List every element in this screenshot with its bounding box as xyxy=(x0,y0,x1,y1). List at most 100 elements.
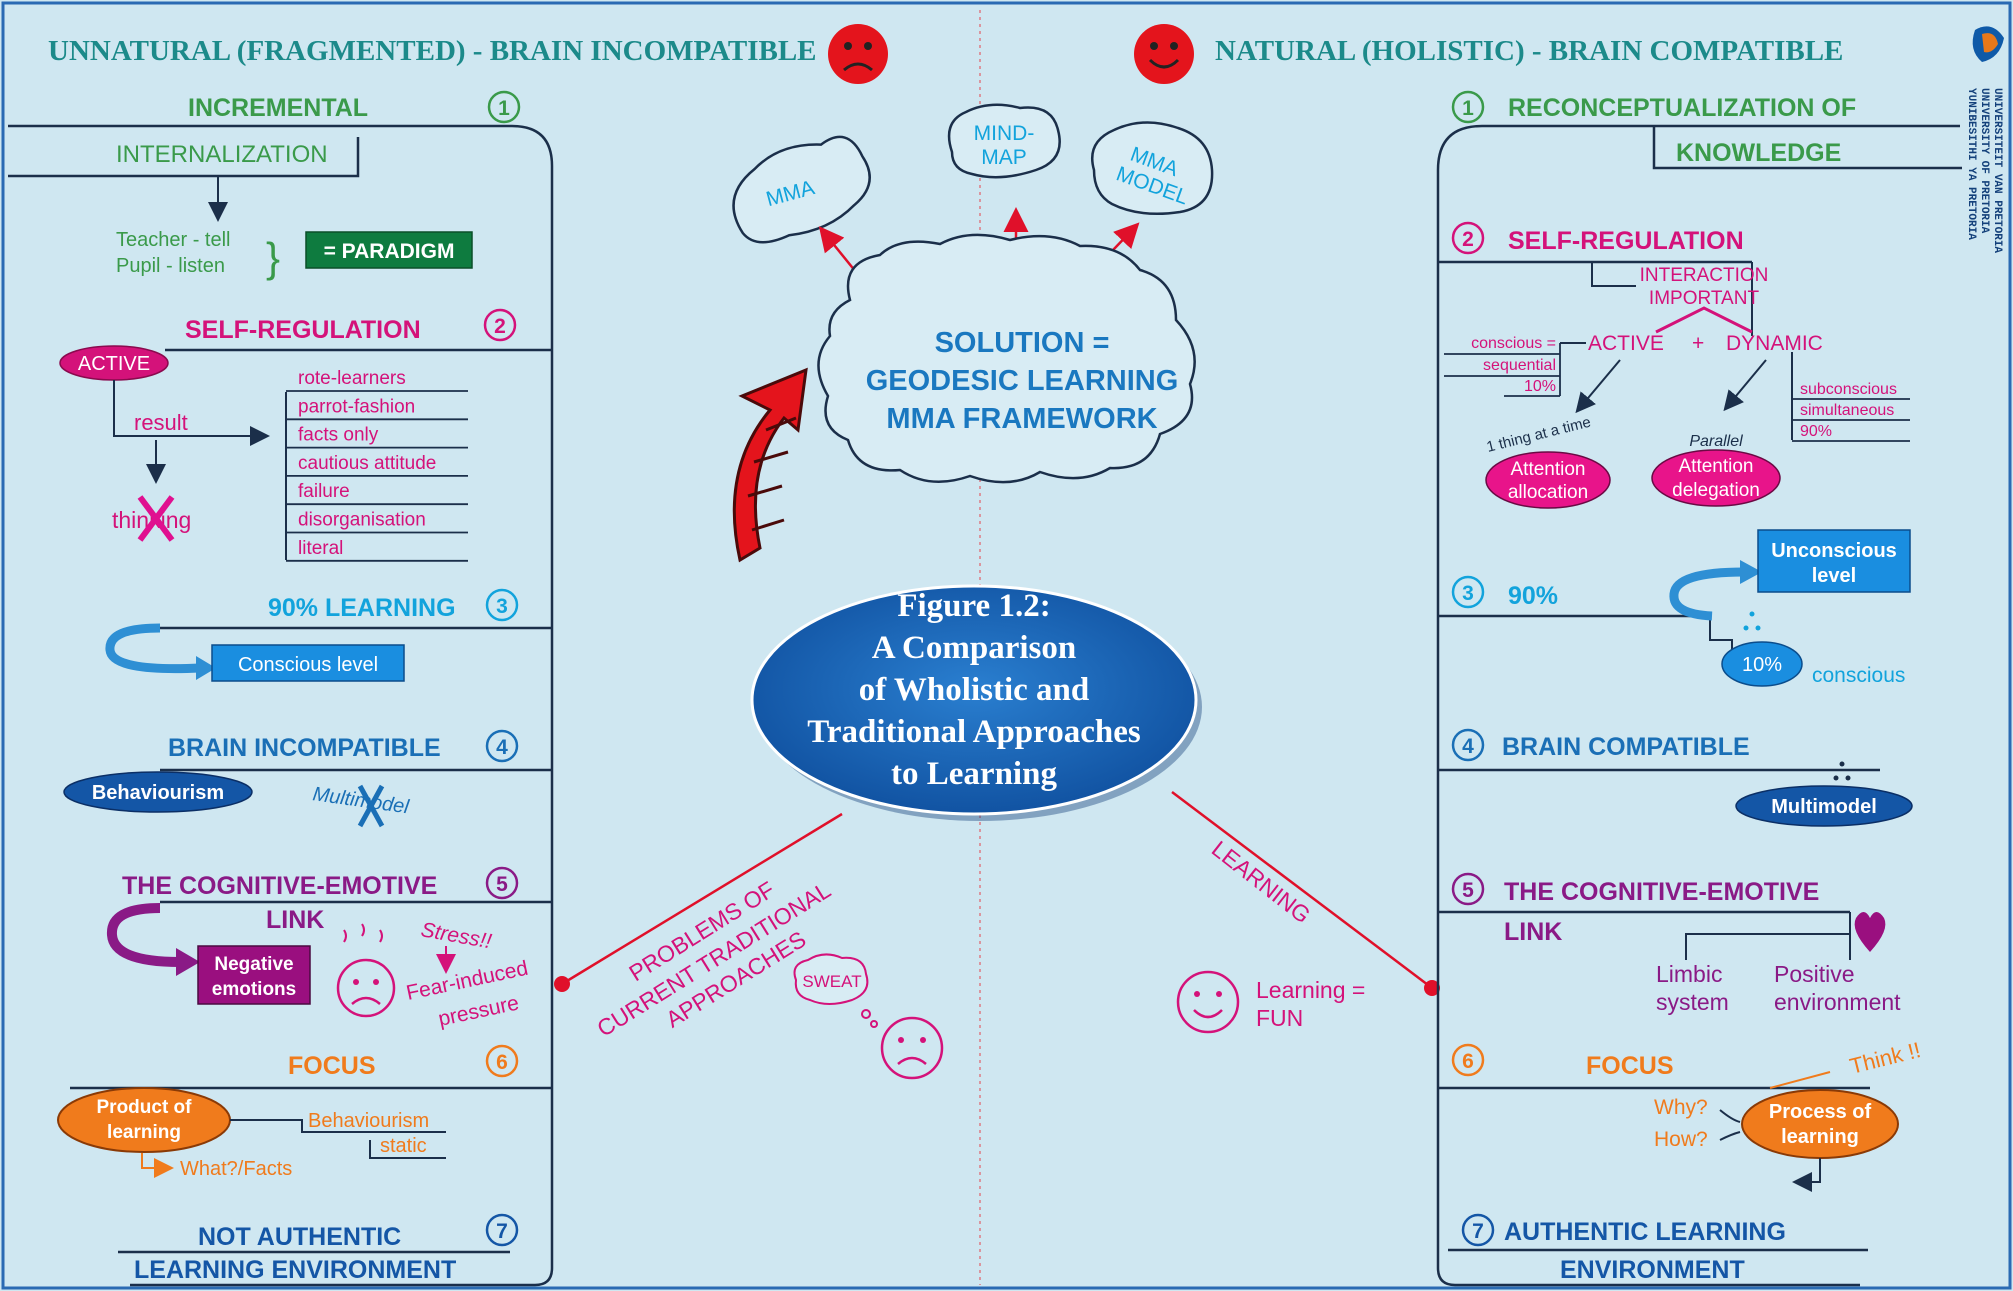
behaviourism-label: Behaviourism xyxy=(92,782,224,804)
process-line-1: Process of xyxy=(1769,1101,1872,1123)
interaction-connector-left xyxy=(1591,262,1636,287)
sweat-cloud: SWEAT xyxy=(793,953,878,1028)
left-s7-line-1: NOT AUTHENTIC xyxy=(198,1223,401,1251)
left-s2-list-item: failure xyxy=(298,481,350,502)
right-s5-number-badge: 5 xyxy=(1451,872,1485,906)
left-s1-teacher: Teacher - tell xyxy=(116,229,231,251)
problems-line xyxy=(561,812,843,986)
right-s6-why: Why? xyxy=(1654,1096,1708,1119)
figure-line-4: Traditional Approaches xyxy=(807,714,1141,750)
left-s3-title: 90% LEARNING xyxy=(268,594,456,622)
behaviourism-connector xyxy=(230,1119,446,1133)
fun-line-2: FUN xyxy=(1256,1005,1303,1031)
right-s2-active: ACTIVE xyxy=(1588,332,1664,355)
left-s2-list-item: disorganisation xyxy=(298,510,426,531)
ten-percent-label: 10% xyxy=(1524,378,1556,395)
left-s1-connector xyxy=(8,137,360,178)
university-line-1: UNIVERSITEIT VAN PRETORIA xyxy=(1991,88,2003,253)
right-s5-link: LINK xyxy=(1504,918,1562,946)
left-s2-list-item: cautious attitude xyxy=(298,453,436,474)
paradigm-box xyxy=(305,231,473,269)
right-s6-how: How? xyxy=(1654,1128,1708,1151)
product-line-2: learning xyxy=(107,1122,181,1143)
allocation-line-2: allocation xyxy=(1508,482,1588,503)
conscious-label: conscious = xyxy=(1471,335,1556,352)
process-line-2: learning xyxy=(1781,1126,1859,1148)
left-s2-list-item: literal xyxy=(298,538,343,559)
cross-icon xyxy=(137,495,175,542)
ninety-label: 90% xyxy=(1800,423,1832,440)
university-name: UNIVERSITEIT VAN PRETORIA UNIVERSITY OF … xyxy=(1965,88,2003,253)
left-s6-title: FOCUS xyxy=(288,1052,376,1080)
fun-line-1: Learning = xyxy=(1256,977,1365,1003)
curved-arrow-icon xyxy=(106,903,200,976)
conscious-level-label: Conscious level xyxy=(238,654,378,676)
simultaneous-label: simultaneous xyxy=(1800,402,1894,419)
behaviourism-pill xyxy=(63,771,253,813)
delegation-line-1: Attention xyxy=(1679,456,1754,477)
dynamic-arrow xyxy=(1723,359,1767,412)
left-s2-list-item: parrot-fashion xyxy=(298,396,415,417)
stressed-face-icon xyxy=(336,923,396,1018)
right-s2-dynamic: DYNAMIC xyxy=(1726,332,1823,355)
solution-line-1: SOLUTION = xyxy=(935,327,1110,359)
learning-line xyxy=(1171,791,1433,989)
why-connector xyxy=(1719,1109,1741,1123)
attention-delegation-ellipse xyxy=(1651,449,1781,507)
conscious-level-box xyxy=(211,644,405,682)
university-logo xyxy=(1972,26,2004,62)
right-header-title: NATURAL (HOLISTIC) - BRAIN COMPATIBLE xyxy=(1215,35,1843,67)
active-arrow xyxy=(1575,359,1621,414)
left-s7-number-badge: 7 xyxy=(485,1213,519,1247)
left-s1-number-badge: 1 xyxy=(487,90,521,124)
right-s1-number-badge: 1 xyxy=(1451,90,1485,124)
right-s4-number-badge: 4 xyxy=(1451,728,1485,762)
left-s5-title: THE COGNITIVE-EMOTIVE xyxy=(122,872,437,900)
left-s4-title: BRAIN INCOMPATIBLE xyxy=(168,734,441,762)
unconscious-level-box xyxy=(1757,529,1911,593)
left-s6-number-badge: 6 xyxy=(485,1044,519,1078)
subconscious-label: subconscious xyxy=(1800,381,1897,398)
right-s7-number: 7 xyxy=(1472,1220,1484,1243)
active-label: ACTIVE xyxy=(78,353,150,375)
limbic-connector xyxy=(1685,933,1850,960)
sad-face-icon xyxy=(828,24,888,84)
right-s2-number: 2 xyxy=(1462,228,1474,251)
ten-percent-ellipse xyxy=(1721,641,1803,687)
sad-face-icon xyxy=(880,1016,944,1080)
right-s1-number: 1 xyxy=(1462,97,1474,120)
right-s4-title: BRAIN COMPATIBLE xyxy=(1502,733,1750,761)
result-connector xyxy=(113,380,270,446)
product-line-1: Product of xyxy=(97,1097,193,1118)
right-s6-number-badge: 6 xyxy=(1451,1043,1485,1077)
figure-line-3: of Wholistic and xyxy=(859,672,1089,708)
limbic-line-1: Limbic xyxy=(1656,961,1722,987)
cross-icon xyxy=(357,784,385,828)
result-label: result xyxy=(134,410,188,435)
right-s6-number: 6 xyxy=(1462,1050,1474,1073)
figure-line-1: Figure 1.2: xyxy=(897,588,1050,624)
cloud-mma: MMA xyxy=(732,135,871,244)
figure-title-ellipse: Figure 1.2: A Comparison of Wholistic an… xyxy=(750,584,1202,821)
cloud-mma-model: MMA MODEL xyxy=(1091,121,1214,216)
curved-arrow-icon xyxy=(1669,560,1762,621)
right-s6-title: FOCUS xyxy=(1586,1052,1674,1080)
negative-emotions-line-2: emotions xyxy=(212,979,296,1000)
right-s5-number: 5 xyxy=(1462,879,1474,902)
left-s1-brace: } xyxy=(266,234,280,281)
positive-line-2: environment xyxy=(1774,989,1901,1015)
figure-line-2: A Comparison xyxy=(872,630,1076,666)
sequential-label: sequential xyxy=(1483,357,1556,374)
negative-emotions-box xyxy=(197,945,311,1005)
problems-dot xyxy=(554,976,570,992)
left-s2-list-item: rote-learners xyxy=(298,368,406,389)
right-s5-title: THE COGNITIVE-EMOTIVE xyxy=(1504,878,1819,906)
multimodel-pill xyxy=(1735,785,1913,827)
mindmap-line-2: MAP xyxy=(981,146,1027,169)
right-s7-number-badge: 7 xyxy=(1461,1213,1495,1247)
solution-cloud: SOLUTION = GEODESIC LEARNING MMA FRAMEWO… xyxy=(817,233,1196,484)
right-s1-title: RECONCEPTUALIZATION OF xyxy=(1508,94,1856,122)
mindmap-line-1: MIND- xyxy=(974,122,1035,145)
